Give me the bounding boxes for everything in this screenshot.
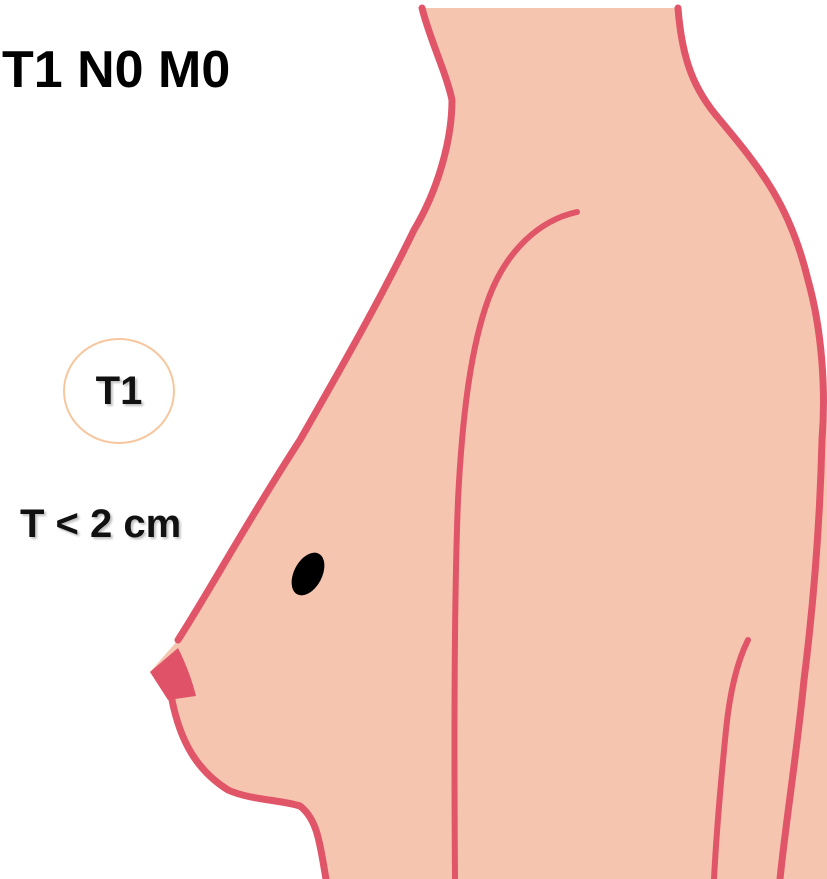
t-stage-badge: T1 <box>63 338 175 444</box>
tnm-stage-title: T1 N0 M0 <box>2 44 230 96</box>
t-stage-label: T1 <box>96 371 143 411</box>
tumor-size-label: T < 2 cm <box>20 504 181 544</box>
